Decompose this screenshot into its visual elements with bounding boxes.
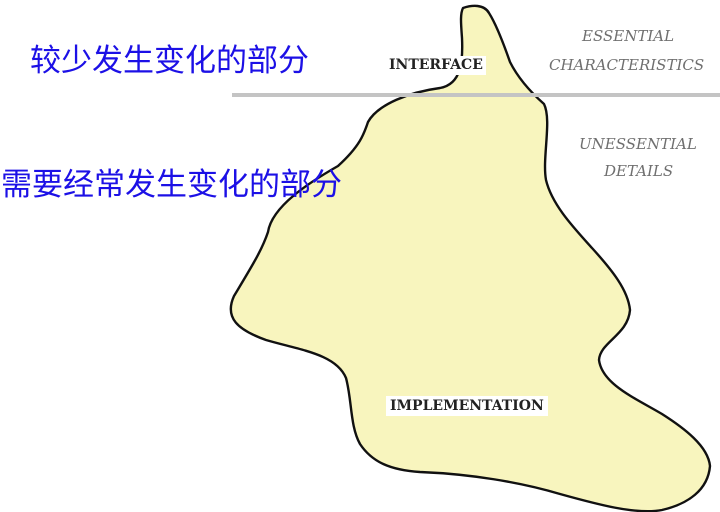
unessential-label-line1: UNESSENTIAL <box>579 135 697 153</box>
interface-label: INTERFACE <box>386 56 486 75</box>
implementation-label: IMPLEMENTATION <box>386 396 548 416</box>
essential-label-line2: CHARACTERISTICS <box>549 56 705 74</box>
stable-part-label: 较少发生变化的部分 <box>30 43 309 79</box>
essential-label-line1: ESSENTIAL <box>582 27 675 45</box>
iceberg-shape <box>229 4 712 512</box>
unessential-label-line2: DETAILS <box>604 162 674 180</box>
changing-part-label: 需要经常发生变化的部分 <box>1 167 342 203</box>
